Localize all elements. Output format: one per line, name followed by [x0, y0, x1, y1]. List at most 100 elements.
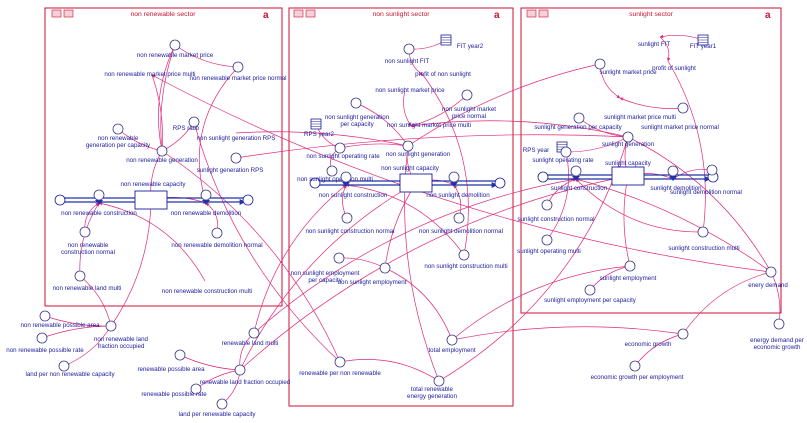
auxiliary-icon[interactable] [174, 349, 186, 361]
auxiliary-icon[interactable] [584, 284, 596, 296]
variable-nsl-demolition[interactable]: non sunlight demolition [426, 171, 490, 199]
variable-rps-ratio[interactable]: RPS ratio [173, 116, 200, 132]
auxiliary-icon[interactable] [248, 327, 260, 339]
variable-sl-gen-per-cap[interactable]: sunlight generation per capacity [534, 112, 623, 131]
variable-nr-possible-area[interactable]: non renewable possible area [20, 310, 100, 329]
variable-nsl-fit[interactable]: non sunlight FIT [385, 43, 430, 65]
auxiliary-icon[interactable] [188, 116, 200, 128]
auxiliary-icon[interactable] [334, 142, 346, 154]
variable-renewable-possible-area[interactable]: renewable possible area [137, 349, 205, 373]
auxiliary-icon[interactable] [453, 212, 465, 224]
variable-nsl-gen-rps[interactable]: non sunlight generation RPS [197, 135, 276, 142]
auxiliary-icon[interactable] [403, 43, 415, 55]
variable-sl-construction-multi[interactable]: sunlight construction multi [668, 226, 740, 252]
variable-nsl-capacity[interactable]: non sunlight capacity [381, 165, 440, 193]
auxiliary-icon[interactable] [677, 328, 689, 340]
sector-lock-icon[interactable]: a [263, 10, 269, 21]
variable-nr-land-multi[interactable]: non renewable land multi [53, 270, 122, 292]
variable-eg-per-employment[interactable]: economic growth per employment [591, 360, 684, 381]
valve-icon[interactable] [667, 165, 679, 177]
variable-economic-growth[interactable]: economic growth [625, 328, 689, 348]
sector-table-icon[interactable] [305, 9, 316, 18]
variable-nsl-construction[interactable]: non sunlight construction [319, 171, 388, 199]
sunlight-sector-toolbar[interactable]: sunlight sector a [526, 9, 771, 21]
variable-land-per-renewable-cap[interactable]: land per renewable capacity [178, 398, 256, 418]
variable-sl-market-price[interactable]: sunlight market price [594, 58, 657, 76]
variable-nr-construction-multi[interactable]: non renewable construction multi [162, 288, 252, 295]
auxiliary-icon[interactable] [190, 383, 202, 395]
variable-land-per-nr-cap[interactable]: land per non renewable capacity [25, 360, 115, 378]
variable-sl-employment-per-cap[interactable]: sunlight employment per capacity [544, 284, 637, 304]
auxiliary-icon[interactable] [105, 320, 117, 332]
variable-sl-demolition[interactable]: sunlight demolition [650, 165, 702, 192]
stock-icon[interactable] [399, 173, 433, 193]
variable-fit-year1[interactable]: FIT year1 [690, 34, 717, 50]
variable-sl-generation[interactable]: sunlight generation [602, 131, 655, 148]
auxiliary-icon[interactable] [458, 249, 470, 261]
auxiliary-icon[interactable] [697, 226, 709, 238]
auxiliary-icon[interactable] [216, 398, 228, 410]
auxiliary-icon[interactable] [541, 234, 553, 246]
variable-nr-market-price[interactable]: non renewable market price [137, 39, 214, 59]
variable-renewable-per-nr[interactable]: renewable per non renewable [299, 356, 381, 377]
auxiliary-icon[interactable] [622, 131, 634, 143]
valve-icon[interactable] [340, 171, 352, 183]
auxiliary-icon[interactable] [629, 360, 641, 372]
auxiliary-icon[interactable] [169, 39, 181, 51]
auxiliary-icon[interactable] [211, 227, 223, 239]
variable-sl-construction[interactable]: sunlight construction [551, 165, 608, 192]
auxiliary-icon[interactable] [402, 140, 414, 152]
variable-nsl-employment[interactable]: non sunlight employment [338, 262, 407, 286]
non-sunlight-sector-toolbar[interactable]: non sunlight sector a [293, 9, 500, 21]
variable-sl-demolition-normal[interactable]: sunlight demolition normal [670, 164, 742, 196]
variable-renewable-possible-rate[interactable]: renewable possible rate [141, 383, 207, 398]
auxiliary-icon[interactable] [446, 334, 458, 346]
auxiliary-icon[interactable] [230, 152, 242, 164]
variable-nr-market-price-multi[interactable]: non renewable market price multi [104, 71, 195, 78]
auxiliary-icon[interactable] [36, 332, 48, 344]
variable-sl-gen-rps[interactable]: sunlight generation RPS [197, 152, 264, 174]
variable-sl-construction-normal[interactable]: sunlight construction normal [517, 199, 595, 223]
variable-nsl-market-price-multi[interactable]: non sunlight market price multi [387, 122, 471, 129]
auxiliary-icon[interactable] [773, 318, 785, 330]
auxiliary-icon[interactable] [156, 145, 168, 157]
auxiliary-icon[interactable] [341, 212, 353, 224]
variable-profit-sl[interactable]: profit of sunlight [652, 65, 696, 72]
model-variables[interactable]: non renewable market price non renewable … [6, 34, 804, 418]
auxiliary-icon[interactable] [765, 266, 777, 278]
valve-icon[interactable] [93, 189, 105, 201]
variable-nsl-demolition-normal[interactable]: non sunlight demolition normal [419, 212, 503, 235]
auxiliary-icon[interactable] [573, 112, 585, 124]
variable-nsl-operation-multi[interactable]: non sunlight operation multi [297, 165, 373, 183]
auxiliary-icon[interactable] [232, 61, 244, 73]
variable-nr-construction[interactable]: non renewable construction [61, 189, 137, 217]
auxiliary-icon[interactable] [461, 89, 473, 101]
auxiliary-icon[interactable] [541, 199, 553, 211]
variable-sl-capacity[interactable]: sunlight capacity [605, 160, 652, 186]
variable-renewable-land-fraction[interactable]: renewable land fraction occupied [200, 364, 291, 386]
variable-total-employment[interactable]: total employment [428, 334, 476, 354]
sector-camera-icon[interactable] [51, 9, 62, 18]
variable-sl-fit[interactable]: sunlight FIT [638, 41, 671, 48]
auxiliary-icon[interactable] [379, 262, 391, 274]
valve-icon[interactable] [570, 165, 582, 177]
variable-nr-demolition-normal[interactable]: non renewable demolition normal [171, 227, 263, 249]
sector-table-icon[interactable] [538, 9, 549, 18]
sector-lock-icon[interactable]: a [494, 10, 500, 21]
non-renewable-sector-toolbar[interactable]: non renewable sector a [51, 9, 269, 21]
variable-fit-year2[interactable]: FIT year2 [440, 34, 484, 50]
variable-nr-demolition[interactable]: non renewable demolition [171, 189, 242, 217]
auxiliary-icon[interactable] [58, 360, 70, 372]
variable-sl-market-price-multi[interactable]: sunlight market price multi [604, 114, 676, 121]
stock-icon[interactable] [134, 190, 168, 210]
auxiliary-icon[interactable] [326, 165, 338, 177]
auxiliary-icon[interactable] [350, 97, 362, 109]
variable-nr-capacity[interactable]: non renewable capacity [120, 181, 186, 210]
variable-rps-year2[interactable]: RPS year2 [304, 118, 335, 138]
